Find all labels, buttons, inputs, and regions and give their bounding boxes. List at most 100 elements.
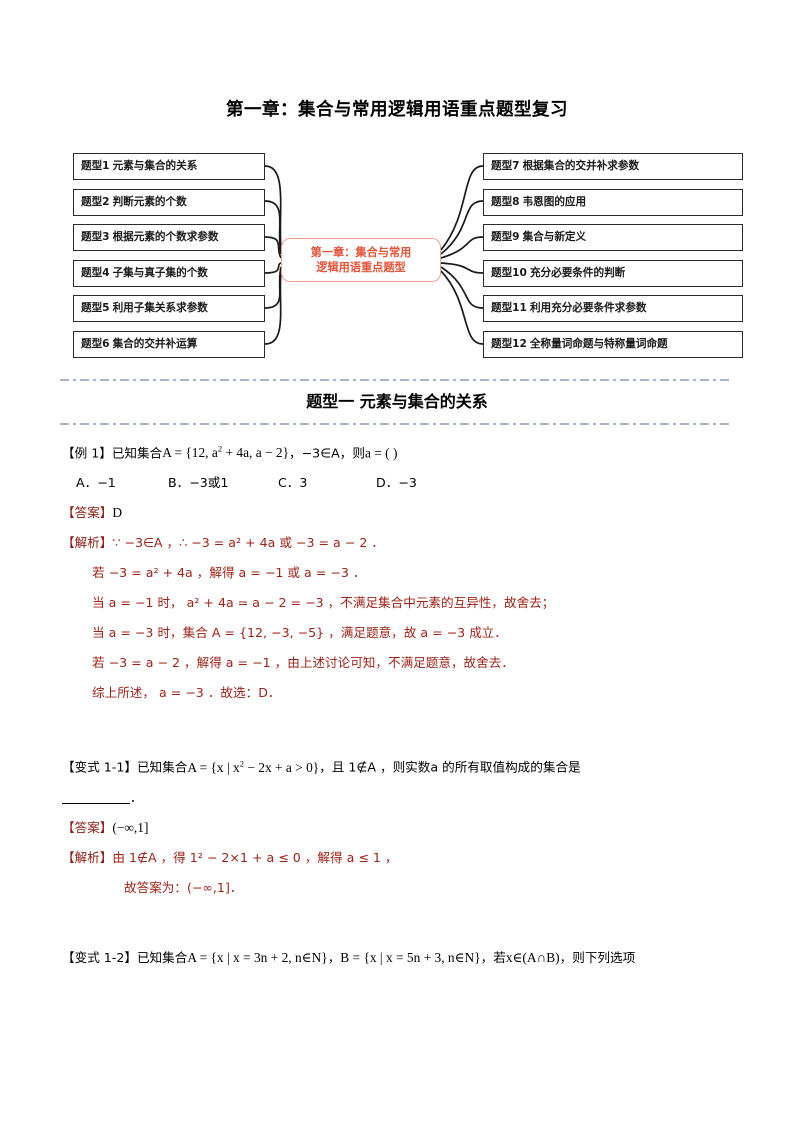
option-a[interactable]: A．−1 xyxy=(76,475,116,491)
option-d[interactable]: D．−3 xyxy=(376,475,417,491)
mindmap-connectors xyxy=(264,165,484,345)
example1-analysis-line-3: 当 a = −3 时，集合 A = {12, −3, −5} ，满足题意，故 a… xyxy=(92,625,507,641)
variant12-tag: 【变式 1-2】 xyxy=(62,949,137,965)
mindmap-item-12-num: 题型12 xyxy=(491,337,527,350)
variant12-stem-pre: 已知集合 xyxy=(136,949,188,965)
variant11-stem: 【变式 1-1】已知集合A = {x | x2 − 2x + a > 0}，且 … xyxy=(62,748,732,782)
variant11-set-expr-head: A = {x | x xyxy=(187,759,240,775)
variant11-ask: a 的所有取值构成的集合是 xyxy=(430,759,581,775)
mindmap-item-4-num: 题型4 xyxy=(81,266,110,279)
mindmap-item-7-num: 题型7 xyxy=(491,160,520,172)
section-heading: 题型一 元素与集合的关系 xyxy=(306,392,488,411)
mindmap-item-6-label: 集合的交并补运算 xyxy=(112,337,198,350)
example1-set-expr-tail: + 4a, a − 2} xyxy=(222,445,290,461)
mindmap-item-7-label: 根据集合的交并补求参数 xyxy=(522,160,640,172)
mindmap-item-1-label: 元素与集合的关系 xyxy=(112,160,198,172)
example1-analysis-line-2: 当 a = −1 时， a² + 4a = a − 2 = −3 ，不满足集合中… xyxy=(92,595,555,611)
variant11-answer-value: (−∞,1] xyxy=(112,819,149,835)
mindmap-item-3-label: 根据元素的个数求参数 xyxy=(112,231,219,243)
variant11-analysis-label: 【解析】 xyxy=(62,849,113,865)
variant12-set-a: A = {x | x = 3n + 2, n∈N} xyxy=(187,949,328,965)
example1-set-expr-sup: 2 xyxy=(217,444,223,454)
mindmap-item-5-num: 题型5 xyxy=(81,302,110,314)
variant11-analysis-row: 【解析】由 1∉A ，得 1² − 2×1 + a ≤ 0 ，解得 a ≤ 1 … xyxy=(62,843,732,873)
variant11-set-expr: A = {x | x2 − 2x + a > 0} xyxy=(187,758,320,775)
variant11-answer-row: 【答案】(−∞,1] xyxy=(62,813,732,843)
example1-set-expr: A = {12, a2 + 4a, a − 2} xyxy=(162,444,290,461)
variant11-cond: ，且 1∉A ，则实数 xyxy=(319,759,431,775)
example1-analysis-line-0: ∵ −3∈A ，∴ −3 = a² + 4a 或 −3 = a − 2 ． xyxy=(112,535,384,551)
variant11-tag: 【变式 1-1】 xyxy=(62,759,137,775)
example1-cond: ，−3∈A，则 xyxy=(289,445,365,461)
example1-analysis-line-4: 若 −3 = a − 2 ，解得 a = −1 ，由上述讨论可知，不满足题意，故… xyxy=(92,655,514,671)
page-title: 第一章：集合与常用逻辑用语重点题型复习 xyxy=(226,100,568,120)
mindmap-center-line2: 逻辑用语重点题型 xyxy=(316,261,406,274)
mindmap-center-line1: 第一章：集合与常用 xyxy=(310,246,412,259)
variant11-answer-blank-row: ． xyxy=(62,783,732,813)
variant11-analysis-line-2: 故答案为：(−∞,1]． xyxy=(124,879,243,895)
mindmap-center-node[interactable]: 第一章：集合与常用 逻辑用语重点题型 xyxy=(281,238,441,282)
example1-tag: 【例 1】 xyxy=(62,445,112,461)
example1-answer-row: 【答案】D xyxy=(62,498,732,528)
mindmap-item-4-label: 子集与真子集的个数 xyxy=(112,266,208,279)
variant12-tail: ，则下列选项 xyxy=(559,949,636,965)
example1-analysis-label: 【解析】 xyxy=(62,535,113,551)
variant12-sep1: ， xyxy=(327,949,341,965)
mindmap-item-11-label: 利用充分必要条件求参数 xyxy=(529,302,647,314)
section-divider-top xyxy=(60,378,732,381)
example1-analysis-row: 【解析】∵ −3∈A ，∴ −3 = a² + 4a 或 −3 = a − 2 … xyxy=(62,528,732,558)
problem-body: 【例 1】已知集合A = {12, a2 + 4a, a − 2}，−3∈A，则… xyxy=(62,434,732,973)
example1-analysis-line-1: 若 −3 = a² + 4a ，解得 a = −1 或 a = −3 ． xyxy=(92,565,366,581)
mindmap-item-8-num: 题型8 xyxy=(491,195,520,208)
example1-ask: a = ( ) xyxy=(364,445,398,461)
example1-stem: 【例 1】已知集合A = {12, a2 + 4a, a − 2}，−3∈A，则… xyxy=(62,434,732,468)
option-c[interactable]: C．3 xyxy=(278,475,308,491)
variant11-set-expr-sup: 2 xyxy=(239,758,244,769)
variant12-cond: x∈(A∩B) xyxy=(505,949,560,965)
variant12-stem: 【变式 1-2】已知集合A = {x | x = 3n + 2, n∈N}，B … xyxy=(62,943,732,973)
variant11-stem-pre: 已知集合 xyxy=(136,759,188,775)
mindmap-item-1-num: 题型1 xyxy=(81,160,110,172)
answer-blank[interactable] xyxy=(62,790,130,804)
variant11-answer-label: 【答案】 xyxy=(62,819,113,835)
mindmap-item-12-label: 全称量词命题与特称量词命题 xyxy=(529,337,668,350)
mindmap-item-10-label: 充分必要条件的判断 xyxy=(529,266,626,279)
example1-set-expr-head: A = {12, a xyxy=(162,445,218,461)
mindmap-item-8-label: 韦恩图的应用 xyxy=(522,195,587,208)
variant11-set-expr-tail: − 2x + a > 0} xyxy=(244,759,320,775)
example1-answer-label: 【答案】 xyxy=(62,505,113,521)
spacer-1 xyxy=(62,708,732,748)
mindmap-item-3-num: 题型3 xyxy=(81,231,110,243)
example1-stem-pre: 已知集合 xyxy=(111,445,163,461)
mindmap-item-10-num: 题型10 xyxy=(491,266,527,279)
variant11-blank-suffix: ． xyxy=(130,789,143,805)
variant12-set-b: B = {x | x = 5n + 3, n∈N} xyxy=(340,949,481,965)
mindmap-item-11-num: 题型11 xyxy=(491,302,527,314)
spacer-2 xyxy=(62,903,732,943)
section-divider-bottom xyxy=(60,422,732,425)
mindmap-item-6-num: 题型6 xyxy=(81,337,110,350)
mindmap-item-5-label: 利用子集关系求参数 xyxy=(112,302,208,314)
example1-analysis-line-5: 综上所述， a = −3 ．故选：D． xyxy=(92,685,281,701)
mindmap-item-2-label: 判断元素的个数 xyxy=(112,195,187,208)
example1-options: A．−1 B．−3或1 C．3 D．−3 xyxy=(76,468,732,498)
example1-answer-value: D xyxy=(112,505,123,521)
option-b[interactable]: B．−3或1 xyxy=(168,475,229,491)
mindmap-item-9-num: 题型9 xyxy=(491,231,520,243)
